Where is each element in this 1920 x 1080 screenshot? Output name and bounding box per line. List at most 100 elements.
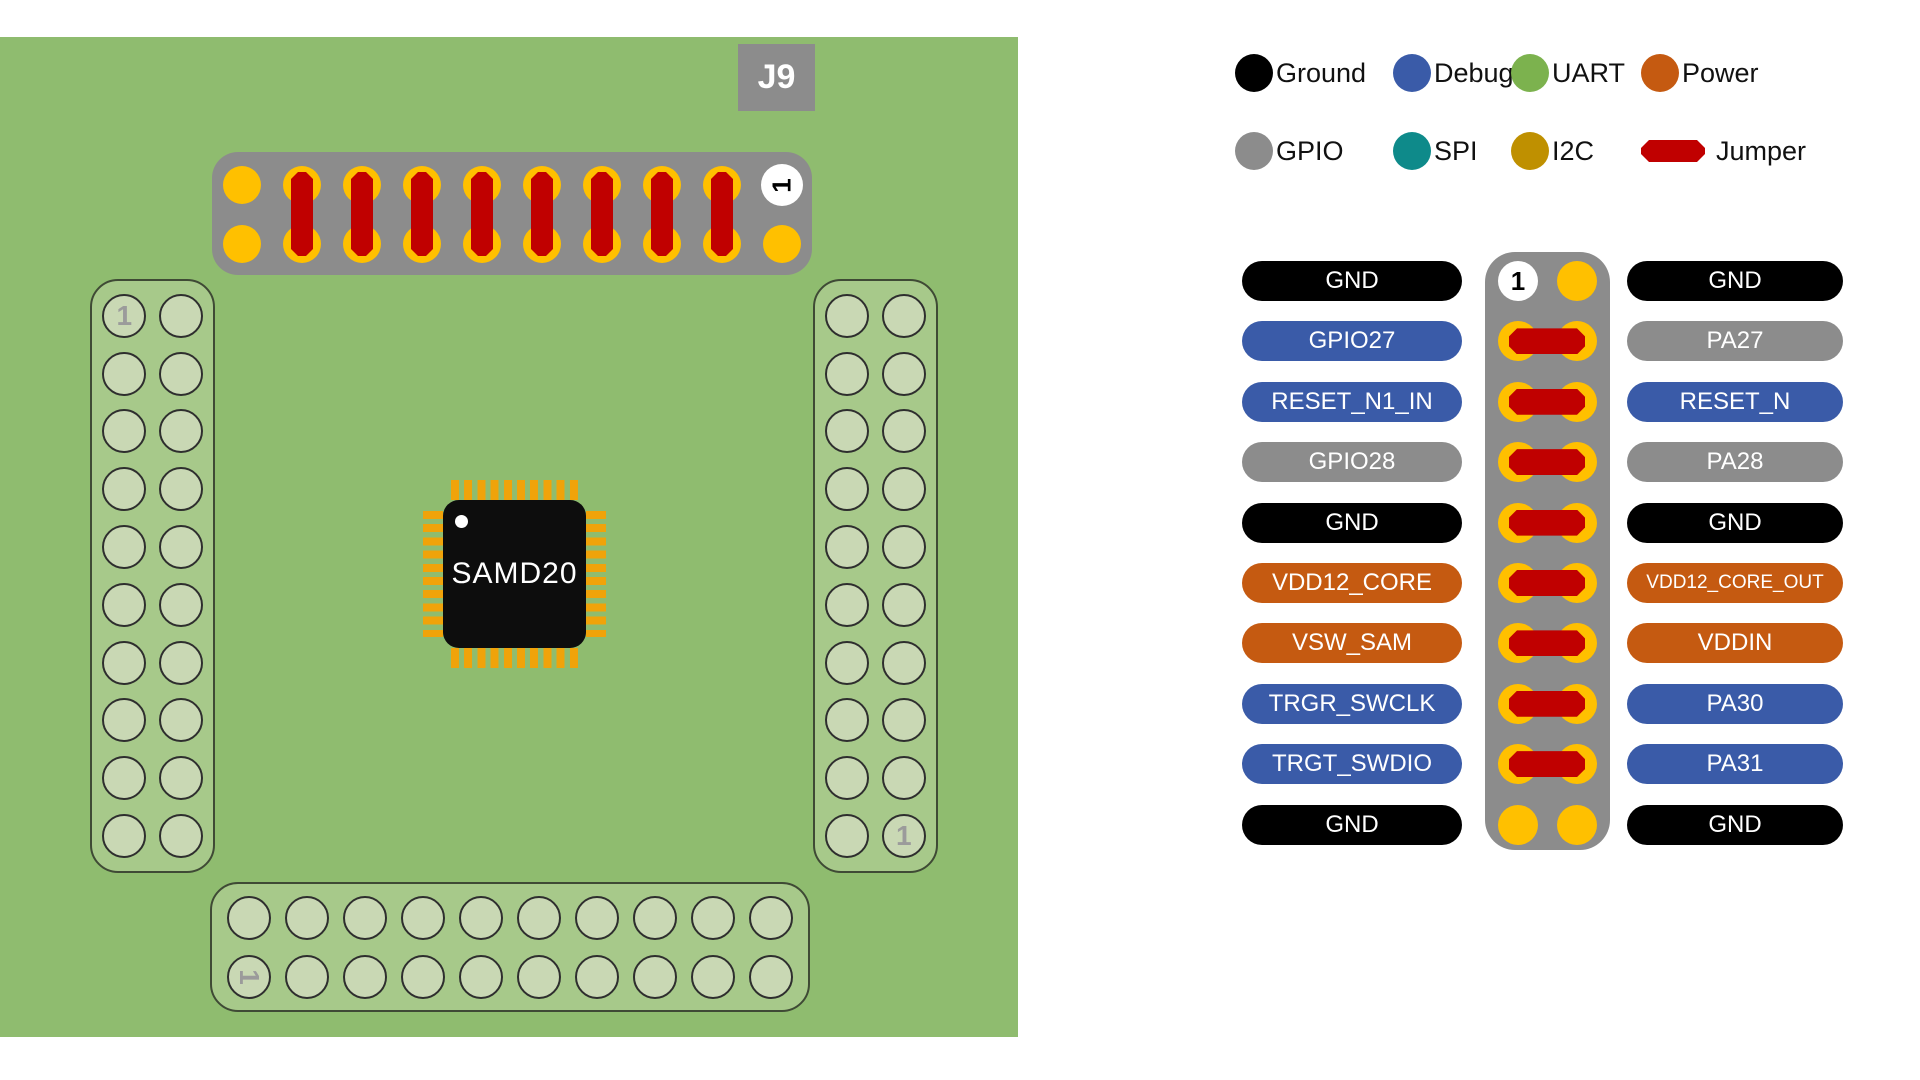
jumper	[1509, 510, 1585, 536]
pin1-marker: 1	[766, 177, 797, 193]
header-hole: 1	[881, 814, 926, 859]
header-hole	[825, 409, 870, 454]
header-hole	[158, 525, 203, 570]
j9-connector-label: J9	[738, 44, 815, 111]
header-hole	[102, 814, 147, 859]
ground-swatch	[1235, 54, 1273, 92]
j9-header-column	[392, 152, 452, 275]
legend-label: UART	[1552, 57, 1626, 88]
legend-label: Power	[1682, 57, 1759, 88]
left-header: 1	[90, 279, 215, 873]
legend-label: Ground	[1276, 57, 1367, 88]
header-hole	[691, 895, 735, 940]
header-hole	[749, 895, 793, 940]
spi-swatch	[1393, 132, 1431, 170]
header-hole	[575, 954, 619, 999]
jumper	[711, 172, 733, 256]
pin-label-left: TRGT_SWDIO	[1242, 744, 1462, 785]
header-hole	[575, 895, 619, 940]
pin-label-left: GND	[1242, 804, 1462, 845]
connector-pad	[1498, 804, 1538, 845]
connector-row	[1485, 804, 1610, 845]
connector-row	[1485, 623, 1610, 664]
pin-label-left: GND	[1242, 502, 1462, 543]
header-hole	[102, 698, 147, 743]
pin-label-right: PA28	[1627, 442, 1843, 483]
header-hole	[825, 467, 870, 512]
connector-row	[1485, 381, 1610, 422]
legend-item-spi: SPI	[1393, 122, 1511, 180]
pin-label-left: GPIO27	[1242, 321, 1462, 362]
j9-header-column	[692, 152, 752, 275]
pin-label-right: GND	[1627, 261, 1843, 301]
header-hole	[158, 293, 203, 338]
header-hole	[517, 895, 561, 940]
header-hole	[825, 525, 870, 570]
chip-pins-right	[586, 511, 606, 637]
j9-header-column	[572, 152, 632, 275]
pin-label-right: PA27	[1627, 321, 1843, 362]
legend-label: I2C	[1552, 135, 1595, 166]
jumper	[1509, 389, 1585, 415]
bottom-header: 1	[210, 882, 810, 1012]
pin1-marker: 1	[233, 968, 265, 985]
legend-item-i2c: I2C	[1511, 122, 1641, 180]
debug-swatch	[1393, 54, 1431, 92]
legend-item-uart: UART	[1511, 44, 1641, 102]
header-hole	[102, 525, 147, 570]
header-hole	[517, 954, 561, 999]
j9-header: 1	[212, 152, 812, 275]
right-header: 1	[813, 279, 938, 873]
connector-pad	[1557, 261, 1597, 301]
j9-header-column	[212, 152, 272, 275]
header-hole	[881, 293, 926, 338]
header-hole	[158, 467, 203, 512]
header-hole	[285, 954, 329, 999]
pin-label-right: VDDIN	[1627, 623, 1843, 664]
jumper	[1509, 630, 1585, 656]
pin-label-right: RESET_N	[1627, 381, 1843, 422]
legend-item-jumper: Jumper	[1641, 122, 1806, 180]
samd20-chip: SAMD20	[423, 480, 606, 668]
jumper	[411, 172, 433, 256]
pin1-marker: 1	[1510, 265, 1526, 296]
connector-row	[1485, 683, 1610, 724]
connector-pin1-pad: 1	[1498, 261, 1538, 301]
chip-label: SAMD20	[451, 557, 578, 590]
header-hole	[343, 954, 387, 999]
pin-label-left: TRGR_SWCLK	[1242, 683, 1462, 724]
header-hole	[102, 467, 147, 512]
header-hole: 1	[102, 293, 147, 338]
pin-label-left: VSW_SAM	[1242, 623, 1462, 664]
header-hole	[881, 582, 926, 627]
jumper-swatch	[1641, 140, 1705, 162]
j9-pin1-pad: 1	[761, 164, 803, 206]
header-hole	[102, 582, 147, 627]
connector-row	[1485, 321, 1610, 362]
pin-label-right: GND	[1627, 502, 1843, 543]
j9-header-column	[452, 152, 512, 275]
legend-item-power: Power	[1641, 44, 1806, 102]
legend-label: SPI	[1434, 135, 1478, 166]
j9-pad	[223, 166, 261, 204]
header-hole	[158, 409, 203, 454]
legend-label: Debug	[1434, 57, 1514, 88]
header-hole	[749, 954, 793, 999]
header-hole	[881, 467, 926, 512]
header-hole	[158, 640, 203, 685]
header-hole	[825, 814, 870, 859]
jumper	[291, 172, 313, 256]
header-hole	[102, 756, 147, 801]
chip-pin1-dot	[455, 515, 468, 528]
pin1-marker: 1	[895, 820, 912, 852]
header-hole	[825, 640, 870, 685]
header-hole	[825, 698, 870, 743]
gpio-swatch	[1235, 132, 1273, 170]
pin-label-left: GPIO28	[1242, 442, 1462, 483]
pin-label-left: RESET_N1_IN	[1242, 381, 1462, 422]
uart-swatch	[1511, 54, 1549, 92]
header-hole: 1	[227, 954, 271, 999]
